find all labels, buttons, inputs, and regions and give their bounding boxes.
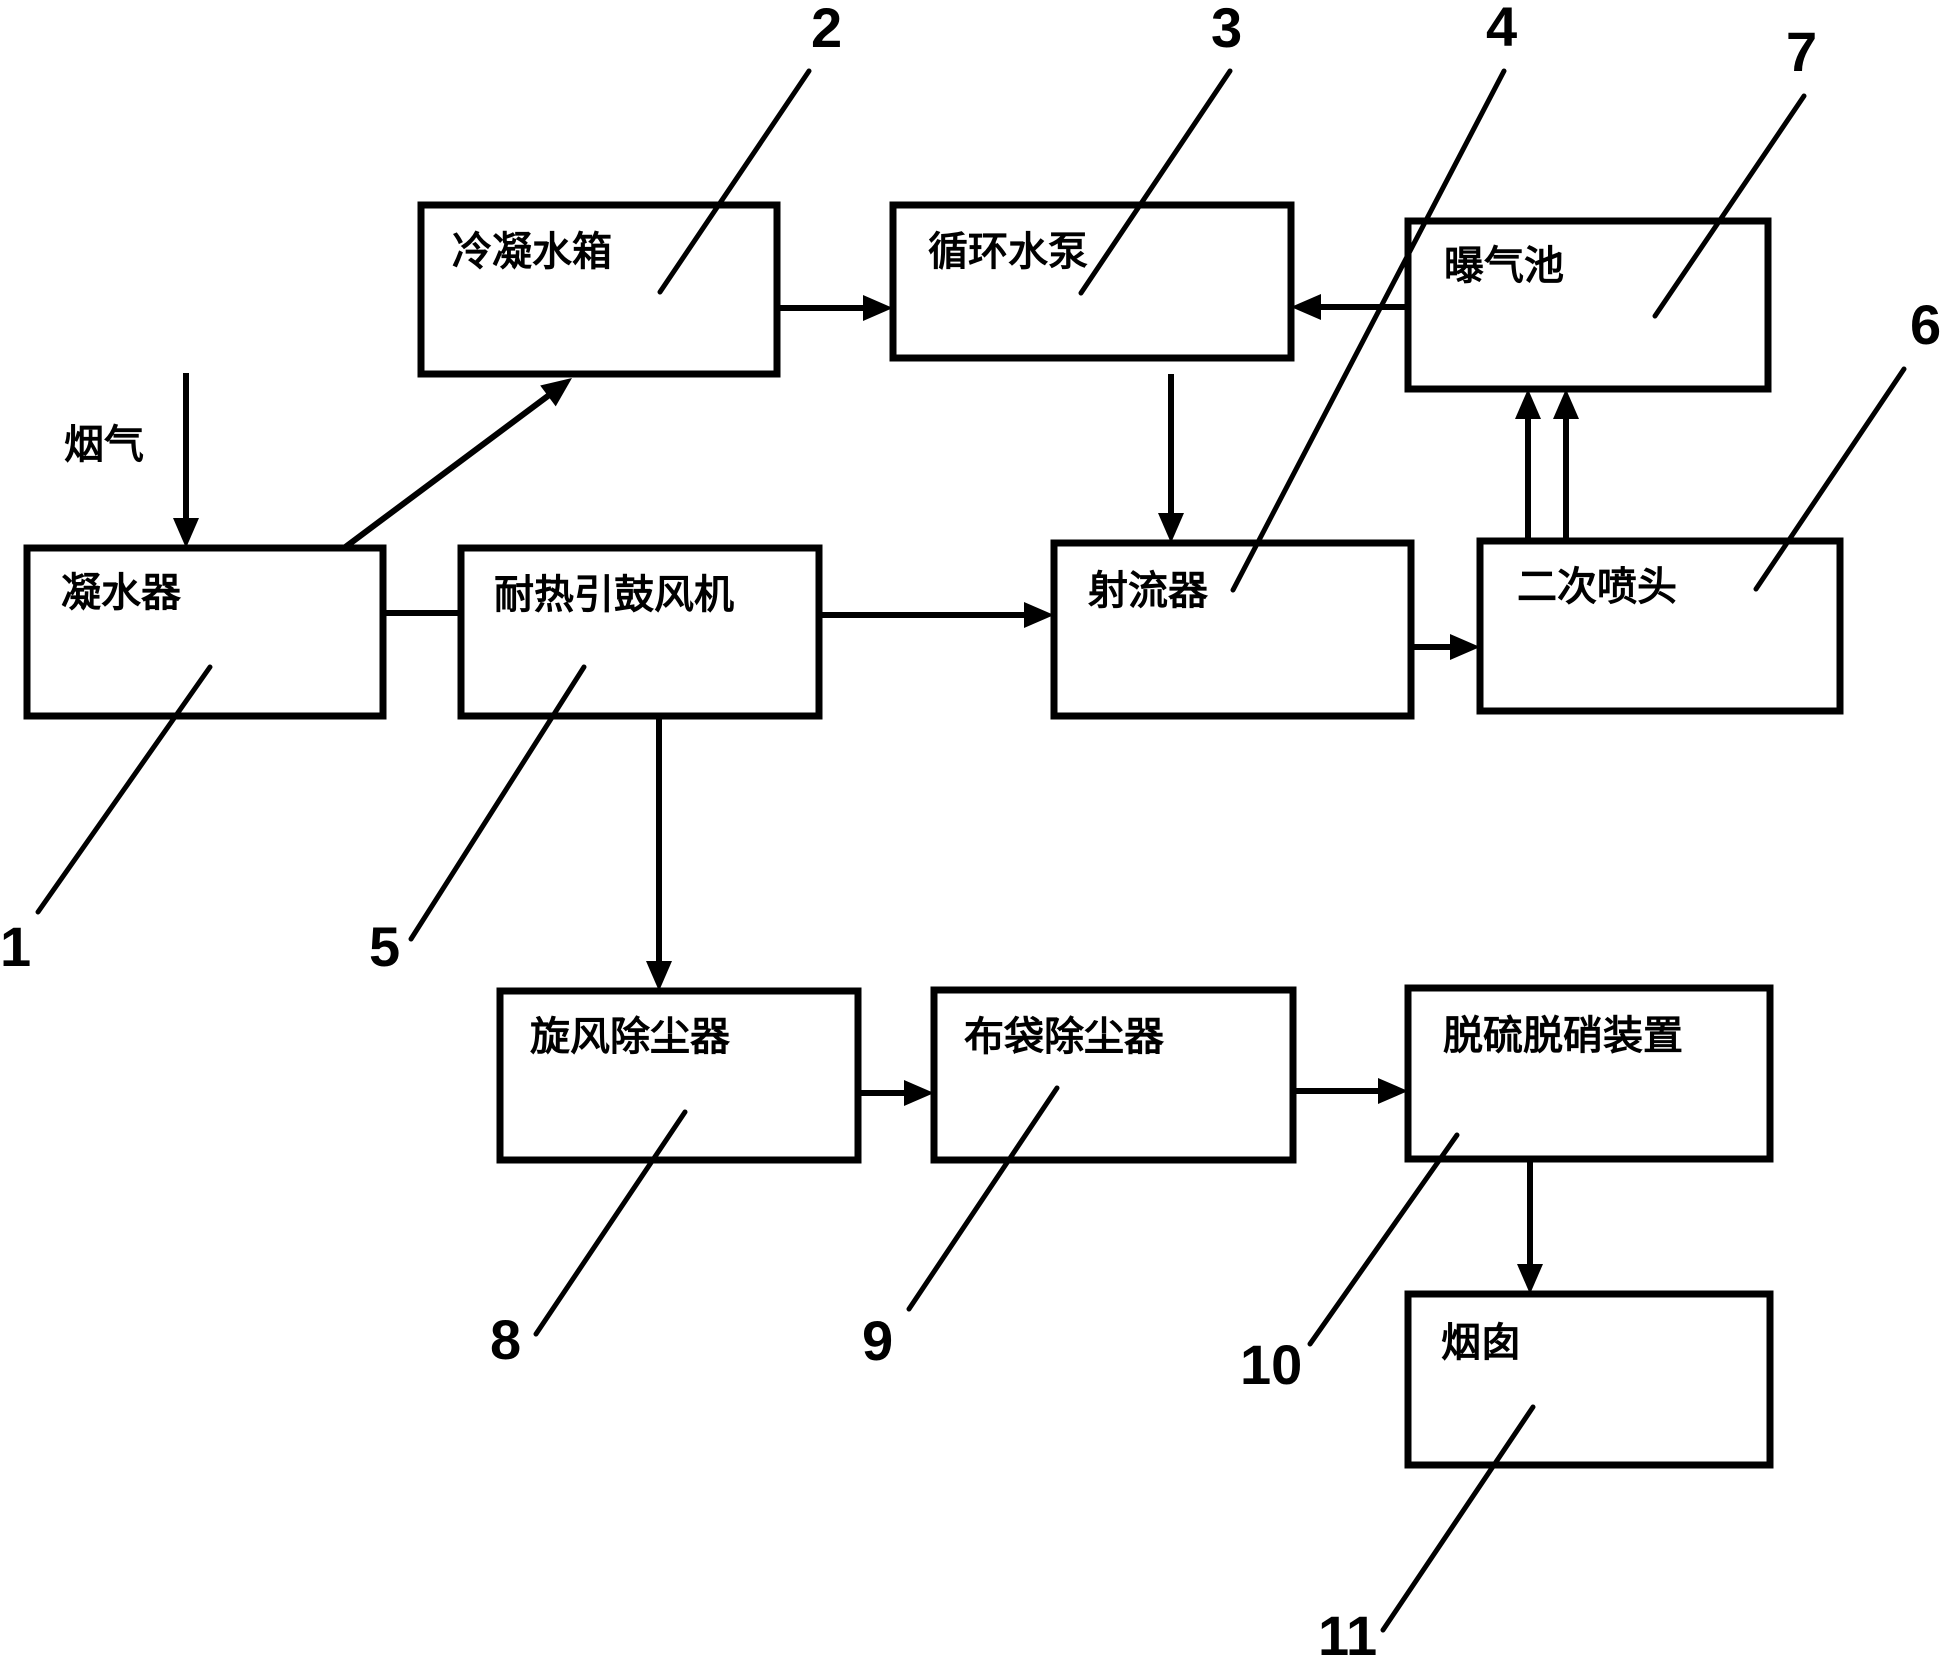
leader-line-9 — [906, 1085, 1060, 1312]
connector-7-to-3 — [1291, 294, 1411, 320]
box-outline — [1404, 984, 1774, 1163]
reference-number-3: 3 — [1211, 0, 1242, 59]
leader-line-10 — [1307, 1132, 1460, 1347]
connector-6-to-7-2 — [1553, 389, 1579, 544]
connector-6-to-7-1 — [1515, 389, 1541, 544]
component-label-5: 耐热引鼓风机 — [494, 572, 734, 618]
component-label-3: 循环水泵 — [928, 229, 1088, 275]
reference-number-9: 9 — [862, 1309, 893, 1372]
arrowhead-icon — [540, 378, 572, 407]
box-outline — [457, 544, 823, 720]
component-box-3: 循环水泵 — [889, 201, 1295, 362]
connector-8-to-9 — [855, 1080, 934, 1106]
reference-number-2: 2 — [811, 0, 842, 59]
arrowhead-icon — [173, 518, 199, 548]
arrowhead-icon — [1158, 513, 1184, 543]
arrowhead-icon — [1024, 602, 1054, 628]
box-outline — [1050, 539, 1415, 720]
box-outline — [930, 986, 1297, 1164]
reference-number-8: 8 — [490, 1308, 521, 1371]
component-box-1: 凝水器 — [23, 544, 387, 720]
component-box-8: 旋风除尘器 — [496, 987, 862, 1164]
arrowhead-icon — [1517, 1264, 1543, 1294]
reference-number-4: 4 — [1486, 0, 1517, 58]
arrowhead-icon — [1291, 294, 1321, 320]
box-outline — [496, 987, 862, 1164]
connector-1-to-2 — [339, 378, 572, 553]
arrowhead-icon — [1450, 634, 1480, 660]
reference-number-6: 6 — [1910, 293, 1941, 356]
connector-4-to-6 — [1408, 634, 1480, 660]
arrowhead-icon — [1515, 389, 1541, 419]
connector-9-to-10 — [1290, 1078, 1408, 1104]
box-outline — [1404, 217, 1772, 393]
connector-line — [339, 388, 557, 553]
arrowhead-icon — [863, 295, 893, 321]
leader-line-8 — [533, 1109, 688, 1337]
connector-3-to-4 — [1158, 374, 1184, 543]
leader-line-1 — [35, 664, 213, 915]
component-box-2: 冷凝水箱 — [417, 201, 781, 378]
reference-leaders — [35, 68, 1907, 1633]
leader-line-11 — [1380, 1404, 1536, 1633]
box-outline — [417, 201, 781, 378]
arrowhead-icon — [904, 1080, 934, 1106]
reference-number-5: 5 — [369, 915, 400, 978]
component-label-11: 烟囱 — [1441, 1320, 1521, 1366]
component-box-5: 耐热引鼓风机 — [457, 544, 823, 720]
box-outline — [23, 544, 387, 720]
component-box-4: 射流器 — [1050, 539, 1415, 720]
component-box-6: 二次喷头 — [1476, 537, 1844, 715]
arrowhead-icon — [646, 961, 672, 991]
component-label-4: 射流器 — [1088, 568, 1209, 614]
component-box-7: 曝气池 — [1404, 217, 1772, 393]
reference-number-7: 7 — [1786, 20, 1817, 83]
component-label-9: 布袋除尘器 — [964, 1014, 1165, 1060]
leader-line-5 — [408, 664, 587, 942]
component-box-10: 脱硫脱硝装置 — [1404, 984, 1774, 1163]
leader-line-6 — [1753, 366, 1907, 592]
flue-gas-input-label: 烟气 — [64, 422, 144, 468]
connector-2-to-3 — [774, 295, 893, 321]
component-label-8: 旋风除尘器 — [530, 1014, 731, 1060]
component-label-6: 二次喷头 — [1517, 564, 1677, 610]
leader-line-3 — [1078, 68, 1233, 296]
reference-number-10: 10 — [1240, 1333, 1302, 1396]
component-box-11: 烟囱 — [1404, 1290, 1774, 1469]
connector-5-to-4 — [816, 602, 1054, 628]
arrowhead-icon — [1553, 389, 1579, 419]
component-label-10: 脱硫脱硝装置 — [1443, 1013, 1683, 1059]
component-label-2: 冷凝水箱 — [452, 229, 612, 275]
component-label-1: 凝水器 — [61, 570, 182, 616]
connector-input-to-1 — [173, 373, 199, 548]
leader-line-2 — [657, 68, 812, 295]
component-box-9: 布袋除尘器 — [930, 986, 1297, 1164]
leader-line-4 — [1230, 68, 1507, 593]
box-outline — [1404, 1290, 1774, 1469]
box-outline — [889, 201, 1295, 362]
arrowhead-icon — [1378, 1078, 1408, 1104]
leader-line-7 — [1652, 93, 1807, 319]
reference-number-11: 11 — [1318, 1604, 1377, 1657]
component-label-7: 曝气池 — [1444, 243, 1564, 289]
reference-number-1: 1 — [0, 915, 31, 978]
connectors — [173, 294, 1579, 1294]
box-outline — [1476, 537, 1844, 715]
connector-5-to-8 — [646, 713, 672, 991]
